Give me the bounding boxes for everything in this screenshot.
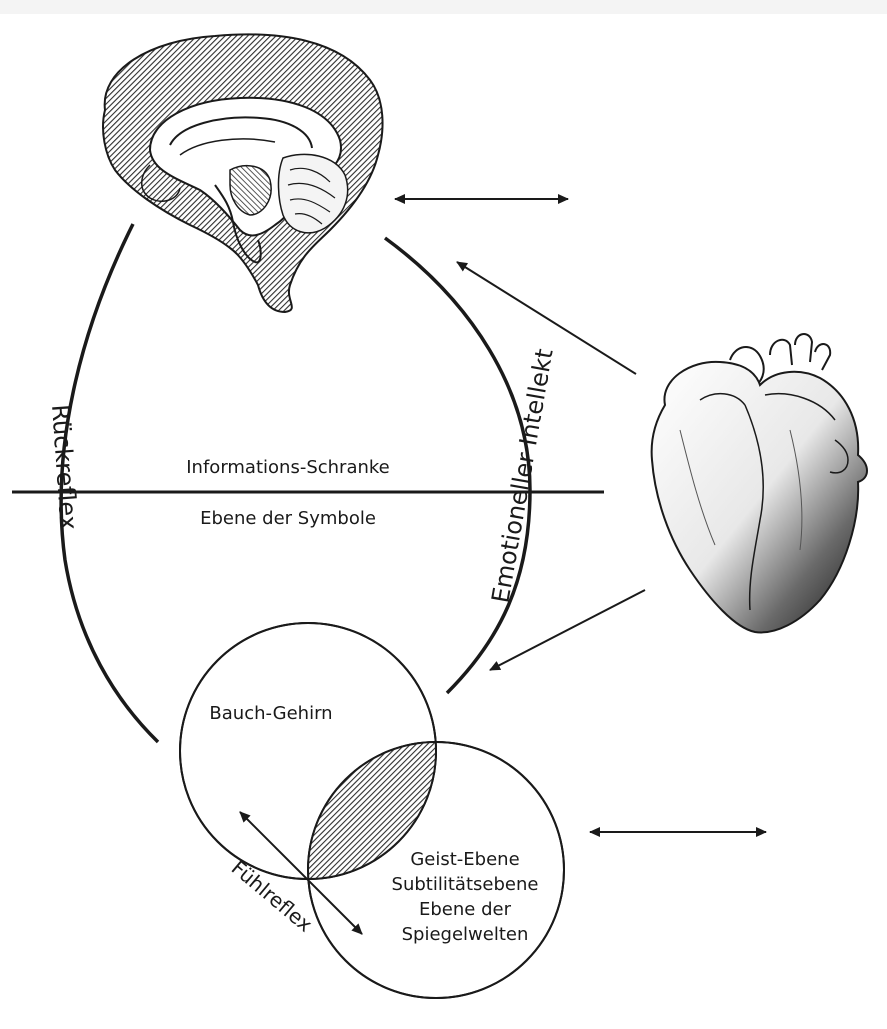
- brain-illustration: [103, 34, 382, 312]
- spirit-level-line4: Spiegelwelten: [402, 924, 529, 945]
- emotional-intellect-arc: [385, 238, 530, 693]
- spirit-level-line1: Geist-Ebene: [410, 849, 519, 870]
- spirit-level-line2: Subtilitätsebene: [392, 874, 539, 895]
- belly-brain-label: Bauch-Gehirn: [209, 703, 332, 724]
- spirit-level-line3: Ebene der: [419, 899, 512, 920]
- information-barrier-label: Informations-Schranke: [186, 457, 390, 478]
- circle-overlap-hatch: [308, 742, 564, 998]
- symbol-level-label: Ebene der Symbole: [200, 508, 376, 529]
- back-reflex-label: Rückreflex: [46, 403, 83, 530]
- heart-illustration: [652, 334, 867, 632]
